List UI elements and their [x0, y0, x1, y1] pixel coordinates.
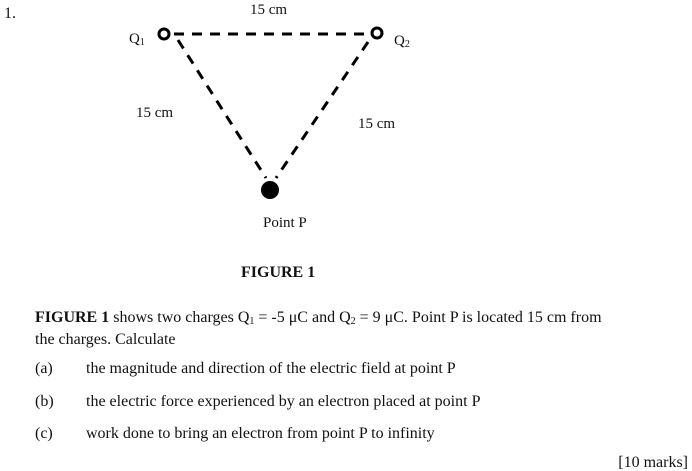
charge-q2-icon [370, 26, 384, 40]
figure-diagram [157, 26, 384, 199]
question-paragraph-line2: the charges. Calculate [35, 331, 176, 348]
q1-label: Q1 [129, 31, 145, 48]
q1-p-line [176, 39, 268, 179]
part-c-text: work done to bring an electron from poin… [86, 425, 435, 442]
top-distance-label: 15 cm [250, 2, 288, 18]
left-distance-label: 15 cm [136, 105, 174, 121]
marks-label: [10 marks] [618, 454, 688, 471]
part-a-label: (a) [35, 360, 53, 377]
right-distance-label: 15 cm [358, 116, 396, 132]
part-b-text: the electric force experienced by an ele… [86, 393, 481, 410]
part-c-label: (c) [35, 425, 53, 442]
part-a-text: the magnitude and direction of the elect… [86, 360, 456, 377]
question-number: 1. [4, 5, 16, 22]
point-p-label: Point P [263, 215, 307, 231]
part-b-label: (b) [35, 393, 54, 410]
charge-q1-icon [157, 27, 171, 41]
point-p-dot [261, 181, 279, 199]
q2-label: Q2 [394, 33, 410, 50]
q2-p-line [274, 41, 370, 179]
figure-caption: FIGURE 1 [241, 264, 316, 281]
question-paragraph: FIGURE 1 shows two charges Q1 = -5 μC an… [35, 309, 602, 327]
